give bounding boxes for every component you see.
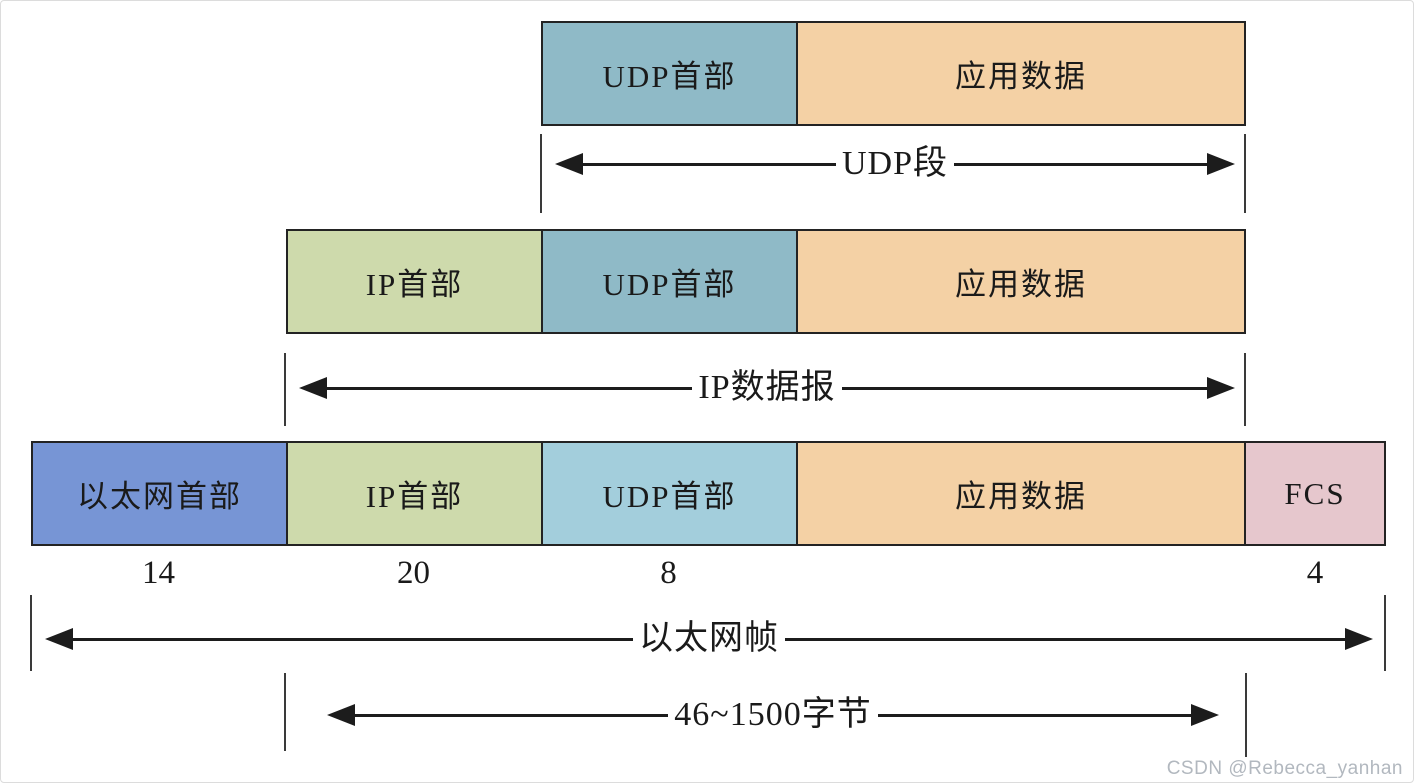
- arrow-line: [785, 637, 1345, 641]
- udp-segment-span-arrow: UDP段: [555, 145, 1235, 183]
- fcs-label: FCS: [1284, 475, 1346, 511]
- eth-span-left-tick: [30, 595, 32, 671]
- eth-row-app-data-box: 应用数据: [796, 441, 1246, 546]
- ip-header-label: IP首部: [365, 479, 464, 514]
- udp-span-left-tick: [540, 134, 542, 213]
- ip-row-app-data-box: 应用数据: [796, 229, 1246, 334]
- byte-count-fcs: 4: [1306, 554, 1324, 591]
- ethernet-frame-span-arrow: 以太网帧: [45, 620, 1373, 658]
- byte-count-udp-header: 8: [660, 554, 677, 591]
- payload-size-span-label: 46~1500字节: [674, 696, 872, 733]
- udp-span-right-tick: [1244, 134, 1246, 213]
- eth-row-udp-header-box: UDP首部: [541, 441, 798, 546]
- arrowhead-left-icon: [299, 377, 327, 399]
- udp-row-app-data-box: 应用数据: [796, 21, 1246, 126]
- byte-count-ethernet-header: 14: [142, 554, 175, 591]
- arrowhead-right-icon: [1207, 153, 1235, 175]
- ip-datagram-span-label: IP数据报: [698, 369, 836, 406]
- udp-row-udp-header-box: UDP首部: [541, 21, 798, 126]
- arrow-line: [327, 386, 693, 390]
- ip-row-ip-header-box: IP首部: [286, 229, 543, 334]
- ip-span-right-tick: [1244, 353, 1246, 426]
- app-data-label: 应用数据: [955, 479, 1087, 514]
- eth-row-fcs-box: FCS: [1244, 441, 1386, 546]
- arrow-line: [877, 713, 1191, 717]
- arrowhead-left-icon: [327, 704, 355, 726]
- ip-datagram-span-arrow: IP数据报: [299, 369, 1236, 407]
- ethernet-frame-span-label: 以太网帧: [639, 620, 779, 657]
- eth-span-right-tick: [1384, 595, 1386, 671]
- payload-span-right-tick: [1245, 673, 1247, 757]
- udp-header-label: UDP首部: [602, 59, 737, 94]
- arrow-line: [841, 386, 1208, 390]
- udp-header-label: UDP首部: [602, 267, 737, 302]
- ethernet-header-label: 以太网首部: [77, 479, 242, 514]
- arrow-line: [355, 713, 669, 717]
- payload-size-span-arrow: 46~1500字节: [327, 696, 1219, 734]
- arrowhead-right-icon: [1207, 377, 1236, 399]
- byte-count-ip-header: 20: [397, 554, 430, 591]
- udp-segment-span-label: UDP段: [841, 145, 949, 182]
- arrow-line: [583, 162, 836, 166]
- arrow-line: [954, 162, 1207, 166]
- app-data-label: 应用数据: [955, 59, 1087, 94]
- csdn-watermark: CSDN @Rebecca_yanhan: [1166, 758, 1403, 779]
- udp-header-label: UDP首部: [602, 479, 737, 514]
- arrowhead-left-icon: [555, 153, 583, 175]
- arrowhead-right-icon: [1191, 704, 1219, 726]
- eth-row-ip-header-box: IP首部: [286, 441, 543, 546]
- eth-row-ethernet-header-box: 以太网首部: [31, 441, 288, 546]
- ip-header-label: IP首部: [365, 267, 464, 302]
- arrowhead-right-icon: [1345, 628, 1373, 650]
- arrowhead-left-icon: [45, 628, 73, 650]
- arrow-line: [73, 637, 633, 641]
- payload-span-left-tick: [284, 673, 286, 751]
- ip-span-left-tick: [284, 353, 286, 426]
- ip-row-udp-header-box: UDP首部: [541, 229, 798, 334]
- app-data-label: 应用数据: [955, 267, 1087, 302]
